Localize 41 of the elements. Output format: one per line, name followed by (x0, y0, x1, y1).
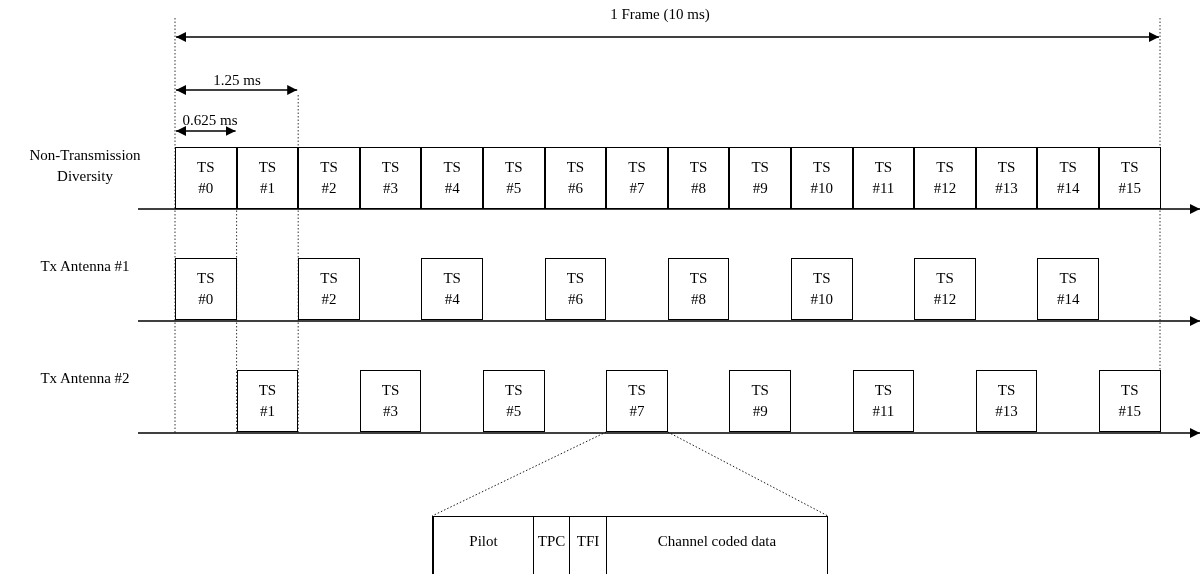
expansion-line (667, 431, 829, 517)
time-slot-box: TS #12 (914, 147, 976, 209)
time-slot-box: TS #1 (236, 147, 299, 209)
time-slot-box: TS #13 (975, 370, 1038, 432)
time-slot-box: TS #3 (359, 147, 422, 209)
time-slot-box: TS #10 (791, 258, 853, 320)
time-slot-box: TS #5 (483, 147, 545, 209)
time-slot-box: TS #2 (298, 258, 360, 320)
time-slot-box: TS #8 (667, 258, 730, 320)
dimension-label: 1.25 ms (212, 71, 262, 90)
time-slot-box: TS #2 (298, 147, 360, 209)
expansion-line (431, 431, 607, 517)
time-slot-box: TS #6 (544, 258, 607, 320)
time-slot-box: TS #12 (914, 258, 976, 320)
time-slot-box: TS #10 (791, 147, 853, 209)
row-label: Non-Transmission Diversity (28, 146, 142, 186)
time-slot-box: TS #0 (175, 147, 237, 209)
slot-structure-box (432, 516, 828, 574)
time-slot-box: TS #15 (1099, 147, 1161, 209)
dimension-label: 1 Frame (10 ms) (609, 5, 711, 24)
time-slot-box: TS #7 (606, 147, 668, 209)
time-slot-box: TS #4 (421, 258, 483, 320)
time-slot-box: TS #9 (729, 370, 791, 432)
time-slot-box: TS #15 (1099, 370, 1161, 432)
time-slot-box: TS #7 (606, 370, 668, 432)
time-slot-box: TS #5 (483, 370, 545, 432)
time-slot-box: TS #14 (1037, 147, 1099, 209)
time-slot-box: TS #1 (236, 370, 299, 432)
time-slot-box: TS #4 (421, 147, 483, 209)
dimension-label: 0.625 ms (181, 111, 239, 130)
time-slot-box: TS #8 (667, 147, 730, 209)
time-slot-box: TS #11 (852, 370, 915, 432)
time-slot-box: TS #3 (359, 370, 422, 432)
row-label: Tx Antenna #1 (40, 257, 130, 276)
time-slot-box: TS #13 (975, 147, 1038, 209)
time-slot-box: TS #11 (852, 147, 915, 209)
time-slot-box: TS #6 (544, 147, 607, 209)
time-slot-box: TS #9 (729, 147, 791, 209)
time-slot-box: TS #14 (1037, 258, 1099, 320)
time-slot-box: TS #0 (175, 258, 237, 320)
row-label: Tx Antenna #2 (40, 369, 130, 388)
